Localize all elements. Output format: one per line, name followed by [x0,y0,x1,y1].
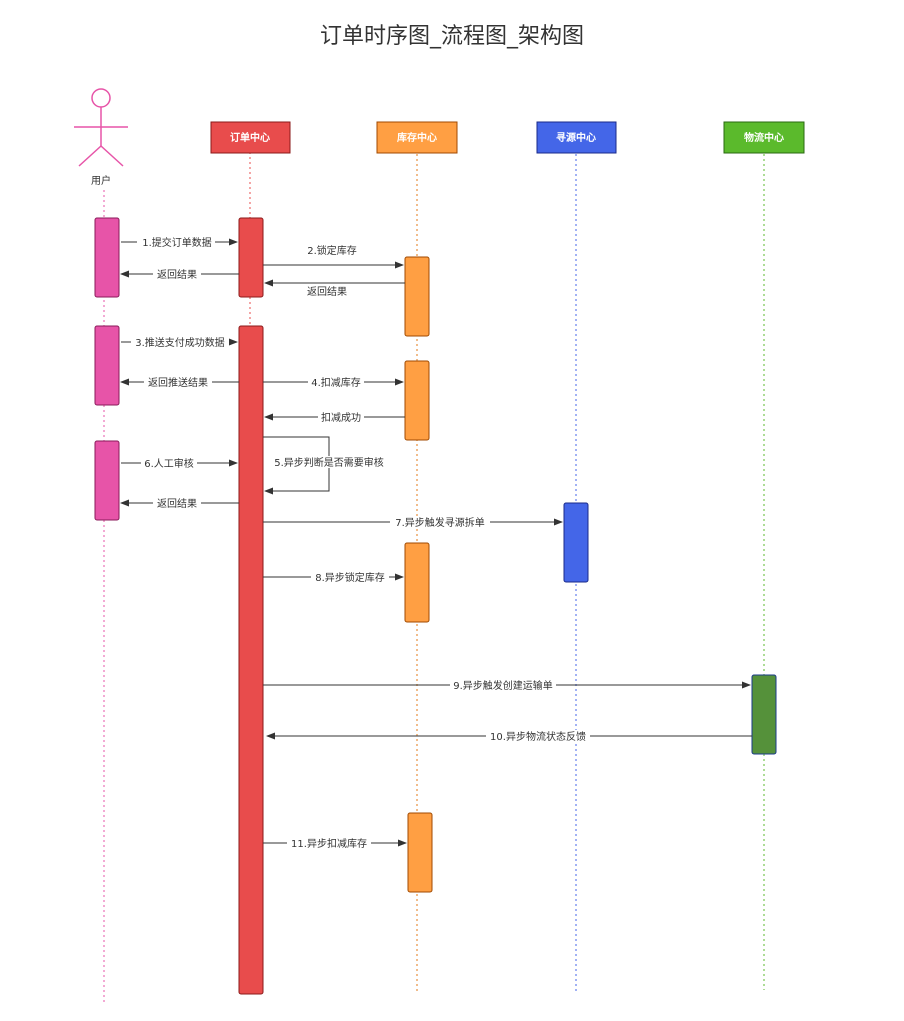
logistics-activation-1 [751,674,777,755]
participant-stock: 库存中心 [376,121,458,154]
diagram-title: 订单时序图_流程图_架构图 [319,24,584,49]
user-activation-3 [94,440,120,521]
stock-activation-1 [404,256,430,337]
msg-3-return-label: 返回推送结果 [148,376,208,389]
msg-7-label: 7.异步触发寻源拆单 [395,516,485,529]
user-activation-2 [94,325,120,406]
source-activation-1 [563,502,589,583]
participant-source-label: 寻源中心 [556,131,596,144]
stock-activation-3 [404,542,430,623]
participant-order-label: 订单中心 [230,131,270,144]
msg-8-label: 8.异步锁定库存 [315,571,385,584]
msg-9-label: 9.异步触发创建运输单 [453,679,553,692]
msg-3-label: 3.推送支付成功数据 [135,336,225,349]
msg-6-return-label: 返回结果 [157,497,197,510]
order-activation-1 [238,217,264,298]
msg-2-return-label: 返回结果 [307,285,347,298]
msg-11-label: 11.异步扣减库存 [291,837,367,850]
participant-logistics-label: 物流中心 [744,131,784,144]
msg-2-label: 2.锁定库存 [307,244,357,257]
msg-6-label: 6.人工审核 [144,457,194,470]
msg-4-return-label: 扣减成功 [321,411,361,424]
msg-4-label: 4.扣减库存 [311,376,361,389]
participant-logistics: 物流中心 [723,121,805,154]
participant-order: 订单中心 [210,121,291,154]
msg-5-label: 5.异步判断是否需要审核 [274,456,384,469]
stock-activation-4 [407,812,433,893]
user-actor-icon [74,88,128,167]
participant-source: 寻源中心 [536,121,617,154]
msg-1-label: 1.提交订单数据 [142,236,212,249]
order-activation-2 [238,325,264,995]
msg-1-return-label: 返回结果 [157,268,197,281]
stock-activation-2 [404,360,430,441]
participant-stock-label: 库存中心 [397,131,437,144]
user-activation-1 [94,217,120,298]
msg-10-label: 10.异步物流状态反馈 [490,730,586,743]
actor-label: 用户 [91,174,111,187]
